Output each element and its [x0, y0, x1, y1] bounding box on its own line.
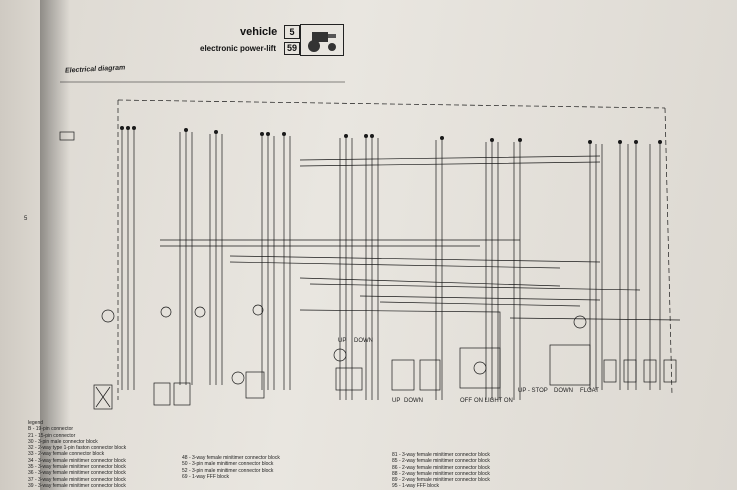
legend-item: 30 - 3-pin male connector block: [28, 438, 98, 445]
margin-number: 5: [24, 216, 28, 222]
legend-col1: legend B - 19-pin connector 21 - 15-pin …: [28, 420, 126, 489]
legend-item: 34 - 3-way female minitimer connector bl…: [28, 457, 126, 464]
legend-item: 81 - 3-way female minitimer connector bl…: [392, 452, 490, 458]
manual-page: [48, 0, 737, 490]
legend-item: 33 - 2-way female connector block: [28, 451, 105, 458]
legend-item: 88 - 2-way female minitimer connector bl…: [392, 470, 490, 477]
legend-item: 52 - 3-pin male minitimer connector bloc…: [182, 467, 274, 474]
legend-title: legend: [28, 420, 44, 426]
legend-item: 37 - 3-way female minitimer connector bl…: [28, 476, 126, 483]
subsection-title: electronic power-lift: [200, 44, 277, 53]
label-up-2: UP: [392, 398, 401, 404]
legend-item: 32 - 2-way type 1-pin faston connector b…: [28, 445, 127, 452]
legend-item: 39 - 3-way female minitimer connector bl…: [28, 482, 126, 489]
legend-item: 69 - 1-way FFF block: [182, 473, 229, 480]
section-number: 5: [284, 25, 300, 39]
tractor-icon: [300, 24, 344, 56]
legend-item: 89 - 2-way female minitimer connector bl…: [392, 477, 490, 484]
label-down-1: DOWN: [354, 338, 373, 344]
subsection-number: 59: [284, 42, 300, 55]
section-title: vehicle: [240, 26, 278, 38]
page-spine-shadow: [40, 0, 70, 490]
legend-item: 35 - 3-way female minitimer connector bl…: [28, 464, 126, 471]
legend-item: B - 19-pin connector: [28, 426, 74, 433]
legend-item: 50 - 3-pin male minitimer connector bloc…: [182, 461, 274, 468]
label-light-on: ON LIGHT ON: [474, 398, 513, 404]
legend-item: 95 - 1-way FFF block: [392, 483, 439, 490]
label-float: FLOAT: [580, 388, 599, 394]
legend-item: 36 - 3-way female minitimer connector bl…: [28, 470, 126, 477]
legend-item: 86 - 2-way female minitimer connector bl…: [392, 464, 490, 471]
label-down-2: DOWN: [404, 398, 423, 404]
label-down-3: DOWN: [554, 388, 573, 394]
label-up-stop: UP - STOP: [518, 388, 548, 394]
legend-col3: 81 - 3-way female minitimer connector bl…: [392, 452, 490, 490]
legend-col2: 48 - 3-way female minitimer connector bl…: [182, 455, 280, 480]
legend-item: 21 - 15-pin connector: [28, 432, 76, 439]
legend-item: 85 - 2-way female minitimer connector bl…: [392, 458, 490, 465]
label-off: OFF: [460, 398, 472, 404]
label-up-1: UP: [338, 338, 347, 344]
legend-item: 48 - 3-way female minitimer connector bl…: [182, 455, 280, 461]
